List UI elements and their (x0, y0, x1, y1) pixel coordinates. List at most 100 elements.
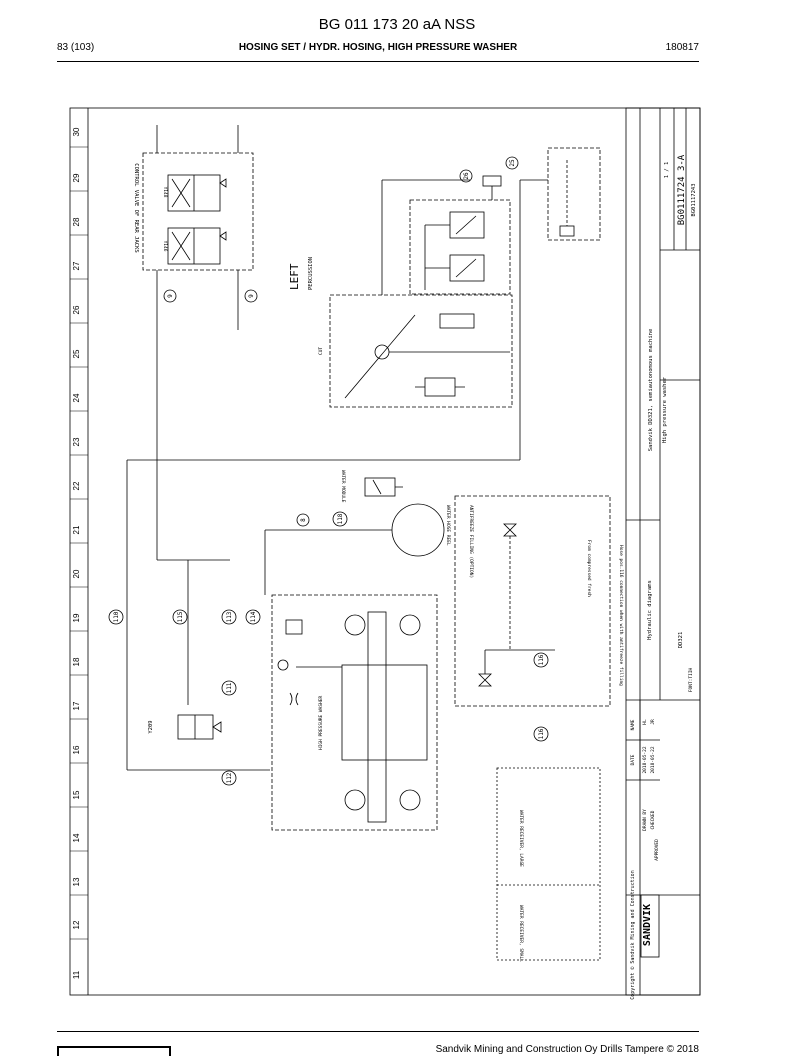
water-module-valve (364, 477, 396, 497)
title-approved: APPROVED (654, 839, 660, 861)
callout-25: 25 (509, 159, 516, 167)
title-font: FONT:TIIH (688, 668, 694, 693)
percussion-pump (374, 344, 390, 360)
sandvik-logo-box (640, 894, 660, 958)
title-name-2: JR (650, 719, 656, 725)
grid-number: 18 (72, 657, 81, 666)
title-drawing-number-2: BG01117243 (691, 183, 697, 216)
callout-26: 26 (463, 172, 470, 180)
percussion-cylinder (439, 313, 475, 329)
section-title: HOSING SET / HYDR. HOSING, HIGH PRESSURE… (238, 42, 518, 53)
grid-number: 13 (72, 877, 81, 886)
callout-113: 113 (226, 611, 233, 622)
washer-orifice (289, 692, 299, 706)
page-header: 83 (103) HOSING SET / HYDR. HOSING, HIGH… (57, 42, 699, 58)
title-block (625, 107, 701, 996)
hose-note: From compressed fresh (586, 540, 592, 597)
hose-reel-label: WATER HOSE REEL (445, 505, 451, 546)
grid-number: 27 (72, 261, 81, 270)
title-model: DD321 (678, 632, 684, 649)
document-title: BG 011 173 20 aA NSS (318, 16, 476, 33)
grid-number: 24 (72, 393, 81, 402)
grid-number: 25 (72, 349, 81, 358)
grid-number: 17 (72, 701, 81, 710)
antifreeze-label: ANTIFREEZE FILLING (OPTION) (468, 505, 474, 578)
washer-check-valve-4 (344, 789, 366, 811)
washer-gauge (277, 659, 289, 671)
antifreeze-valve (503, 523, 517, 537)
water-receiver-outline (496, 767, 601, 961)
control-valve-box (142, 152, 254, 271)
sandvik-brand: SANDVIK (642, 904, 653, 946)
footer-logo-icon (57, 1046, 171, 1056)
washer-shaft (367, 611, 387, 823)
footer-copyright: Sandvik Mining and Construction Oy Drill… (435, 1044, 699, 1055)
grid-number: 28 (72, 217, 81, 226)
page-number: 83 (103) (57, 42, 95, 53)
y209-label: Y209 (148, 720, 154, 733)
callout-116b: 116 (538, 728, 545, 739)
y148-label: Y148 (162, 187, 168, 198)
grid-number: 16 (72, 745, 81, 754)
callout-8: 8 (300, 518, 307, 522)
washer-filter (285, 619, 303, 635)
grid-ticks (70, 146, 88, 940)
grid-number: 26 (72, 305, 81, 314)
percussion-box (329, 294, 513, 408)
grid-number: 12 (72, 920, 81, 929)
grid-number: 22 (72, 481, 81, 490)
option-valve-box (547, 147, 601, 241)
callout-116a: 116 (538, 654, 545, 665)
callouts (108, 156, 549, 786)
receiver-small-label: WATER RECEIVER, SMALL (518, 905, 524, 962)
title-copyright: Copyright © Sandvik Mining and Construct… (630, 870, 636, 999)
grid-number: 14 (72, 833, 81, 842)
water-module-label: WATER MODULE (340, 470, 346, 503)
callout-114: 114 (250, 611, 257, 622)
grid-number: 29 (72, 173, 81, 182)
antifreeze-box (454, 495, 611, 707)
control-valve-label: CONTROL VALVE OF REAR JACKS (133, 163, 139, 252)
coupling-26-25 (482, 175, 502, 187)
title-name-head: NAME (630, 719, 636, 730)
title-subject: High pressure washer (662, 376, 668, 443)
freeze-note: Hose pos.116 connection when with antifr… (618, 545, 624, 686)
washer-check-valve-1 (399, 614, 421, 636)
high-pressure-washer-box (271, 594, 438, 831)
relief-valve-2 (449, 254, 485, 282)
relief-valve-box (409, 199, 511, 295)
title-drawn: DRAWN BY (642, 809, 648, 831)
callout-112: 112 (226, 772, 233, 783)
grid-number: 21 (72, 525, 81, 534)
title-drawing-number: BG0111724 3-A (677, 154, 687, 225)
percussion-label: PERCUSSION (308, 257, 314, 290)
title-sheet: 1 / 1 (664, 162, 670, 179)
title-diagram: Hydraulic diagrams (647, 580, 653, 640)
title-checked: CHECKED (650, 810, 656, 829)
callout-118: 118 (337, 513, 344, 524)
grid-number: 11 (72, 970, 81, 979)
footer-rule (57, 1031, 699, 1032)
callout-115: 115 (177, 611, 184, 622)
callout-111: 111 (226, 682, 233, 693)
page-footer: Sandvik Mining and Construction Oy Drill… (0, 1040, 794, 1056)
title-date-head: DATE (630, 754, 636, 765)
callout-9a: 9 (167, 294, 174, 298)
title-date-1: 2018-05-22 (642, 746, 648, 773)
receiver-large-label: WATER RECEIVER, LARGE (518, 810, 524, 867)
grid-number: 19 (72, 613, 81, 622)
callout-9b: 9 (248, 294, 255, 298)
grid-number: 30 (72, 127, 81, 136)
washer-check-valve-2 (399, 789, 421, 811)
percussion-spring-valve (424, 377, 456, 397)
title-machine: Sandvik DD321, semiautonomous machine (648, 329, 654, 452)
header-rule (57, 61, 699, 62)
washer-pump-body (341, 664, 428, 761)
title-date-2: 2018-05-22 (650, 746, 656, 773)
callout-110: 110 (113, 611, 120, 622)
washer-check-valve-3 (344, 614, 366, 636)
y146-label: Y146 (162, 241, 168, 252)
relief-valve-1 (449, 211, 485, 239)
grid-number: 20 (72, 569, 81, 578)
